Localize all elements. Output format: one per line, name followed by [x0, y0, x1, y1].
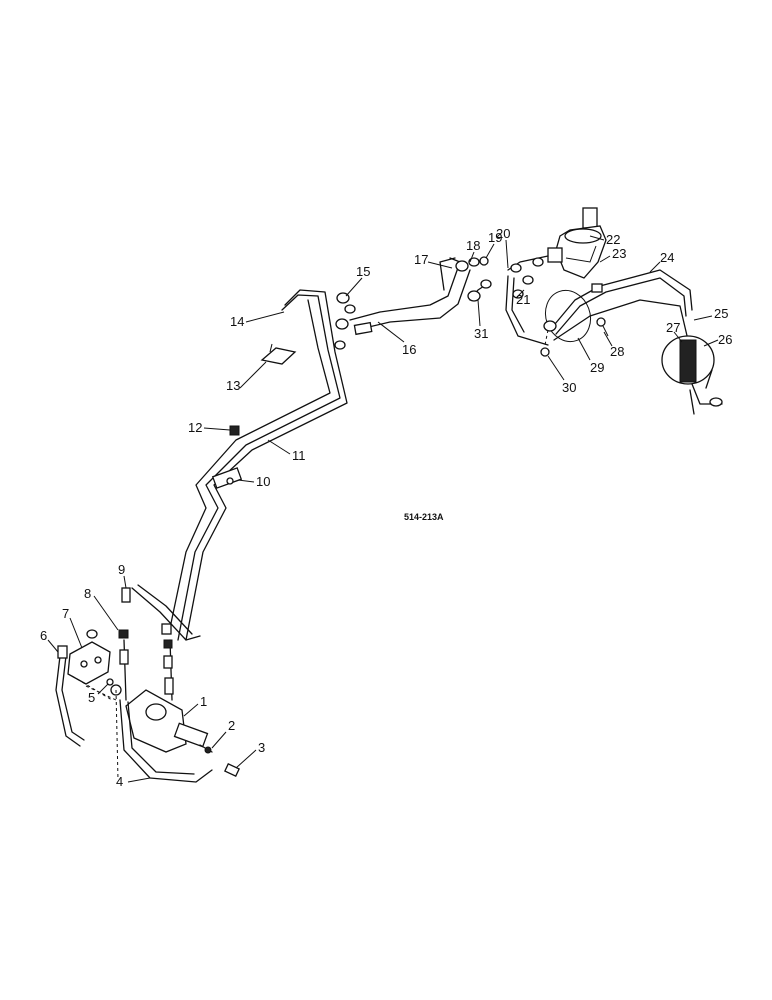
fitting-19 — [479, 256, 489, 266]
callout-3: 3 — [258, 740, 265, 755]
callout-31: 31 — [474, 326, 488, 341]
union-fitting-16 — [353, 321, 373, 336]
pipe-clip-10 — [211, 467, 243, 489]
callout-28: 28 — [610, 344, 624, 359]
callout-23: 23 — [612, 246, 626, 261]
callout-21: 21 — [516, 292, 530, 307]
pipe-20 — [507, 255, 549, 273]
callout-6: 6 — [40, 628, 47, 643]
callout-29: 29 — [590, 360, 604, 375]
callout-15: 15 — [356, 264, 370, 279]
callout-5: 5 — [88, 690, 95, 705]
master-cylinder-1 — [110, 684, 209, 753]
pipe-23 — [549, 269, 693, 335]
pipe-21 — [505, 275, 549, 346]
callout-20: 20 — [496, 226, 510, 241]
fitting-9 — [121, 587, 131, 603]
fitting-18 — [455, 257, 480, 272]
callout-18: 18 — [466, 238, 480, 253]
callout-12: 12 — [188, 420, 202, 435]
callout-14: 14 — [230, 314, 244, 329]
callout-9: 9 — [118, 562, 125, 577]
pipe-clip-12 — [229, 425, 240, 436]
leader-lines — [47, 235, 719, 783]
callout-8: 8 — [84, 586, 91, 601]
fittings-centre — [161, 623, 174, 695]
fitting-31 — [467, 279, 492, 302]
hose-loop-29 — [544, 289, 592, 343]
clevis-3 — [224, 762, 240, 778]
callout-7: 7 — [62, 606, 69, 621]
main-brake-pipes — [131, 289, 348, 641]
reservoir-26 — [661, 335, 723, 415]
bracket-13 — [260, 343, 297, 365]
dashed-lines-lower — [71, 675, 117, 701]
callout-numbers: 1 2 3 4 5 6 7 8 9 10 11 12 13 14 15 16 1… — [40, 226, 732, 789]
callout-10: 10 — [256, 474, 270, 489]
callout-2: 2 — [228, 718, 235, 733]
callout-16: 16 — [402, 342, 416, 357]
junction-block-7 — [67, 629, 111, 685]
callout-19: 19 — [488, 230, 502, 245]
callout-17: 17 — [414, 252, 428, 267]
callout-11: 11 — [292, 448, 306, 463]
callout-4: 4 — [116, 774, 123, 789]
washer-5 — [106, 678, 114, 686]
callout-25: 25 — [714, 306, 728, 321]
reference-code: 514-213A — [404, 512, 444, 522]
pipe-17 — [439, 257, 456, 291]
fitting-15 — [334, 292, 356, 350]
pushrod-2 — [199, 744, 213, 754]
callout-13: 13 — [226, 378, 240, 393]
callout-27: 27 — [666, 320, 680, 335]
callout-30: 30 — [562, 380, 576, 395]
callout-1: 1 — [200, 694, 207, 709]
callout-24: 24 — [660, 250, 674, 265]
fitting-8 — [118, 629, 129, 665]
brake-valve-22 — [547, 207, 607, 279]
pipe-24 — [553, 283, 689, 341]
fitting-30 — [540, 320, 557, 357]
callout-26: 26 — [718, 332, 732, 347]
callout-22: 22 — [606, 232, 620, 247]
clamp-28 — [596, 317, 609, 337]
